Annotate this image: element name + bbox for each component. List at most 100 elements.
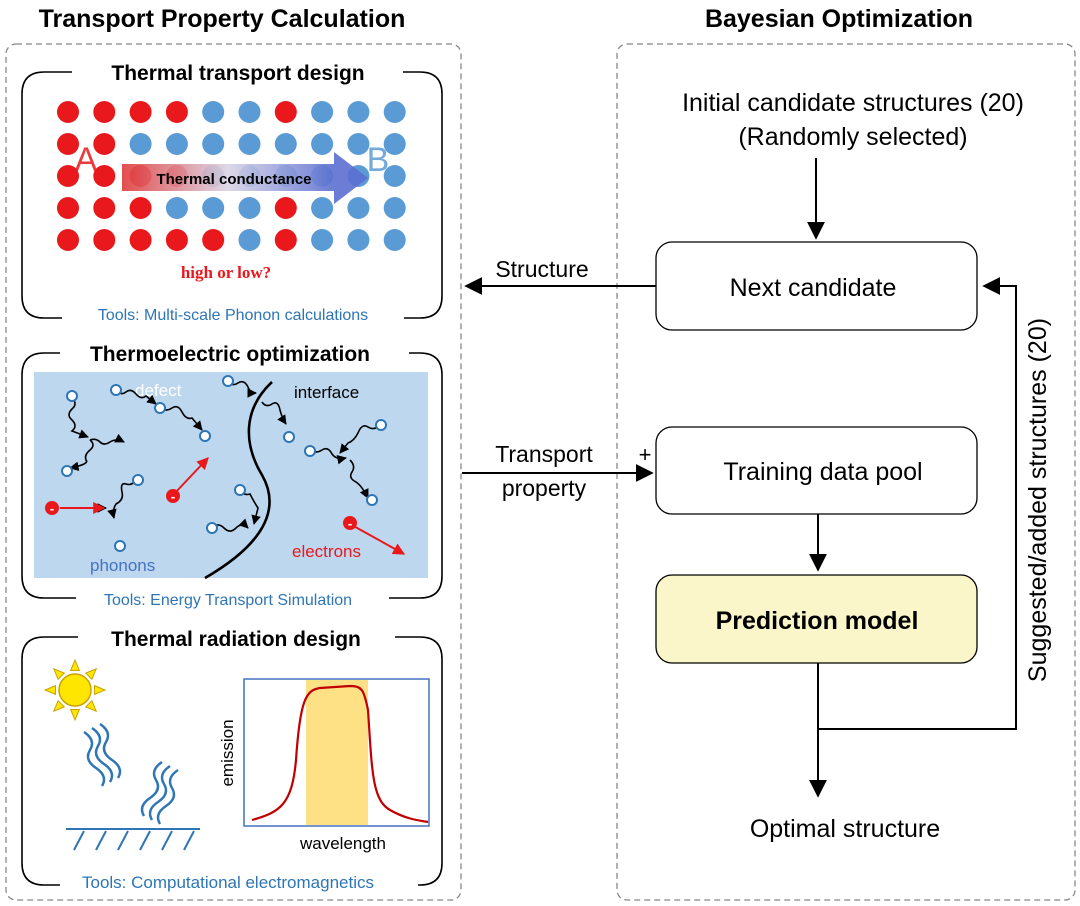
phonons-label: phonons <box>90 556 155 575</box>
atom-dot <box>165 229 188 251</box>
panel-thermal-radiation: Thermal radiation design w <box>21 628 443 892</box>
sun-ray <box>84 699 98 713</box>
feedback-loop-arrow <box>818 277 1017 730</box>
prediction-model-label: Prediction model <box>716 607 919 635</box>
atom-dot <box>347 133 370 155</box>
panel-thermal-transport: Thermal transport design Thermal conduct… <box>21 62 443 324</box>
conductance-label: Thermal conductance <box>156 171 311 188</box>
transport-label-line2: property <box>502 475 587 501</box>
right-header: Bayesian Optimization <box>705 5 973 33</box>
panel-thermal-tools: Tools: Multi-scale Phonon calculations <box>98 307 368 324</box>
panel-thermoelectric-title: Thermoelectric optimization <box>90 343 370 366</box>
atom-dot <box>383 229 406 251</box>
atom-dot <box>311 197 334 219</box>
atom-dot <box>202 229 225 251</box>
conductance-arrow-body <box>122 164 334 191</box>
radiation-waves-icon <box>83 723 179 825</box>
electron-dot <box>343 516 357 530</box>
electron-sign: - <box>348 516 352 531</box>
atom-dot <box>311 229 334 251</box>
atom-dot <box>383 101 406 123</box>
electron-dot <box>45 501 59 515</box>
conductance-arrow-head <box>334 152 368 204</box>
atom-dot <box>347 197 370 219</box>
sun-ray <box>52 667 66 681</box>
emission-curve <box>251 684 429 824</box>
left-header: Transport Property Calculation <box>39 5 406 33</box>
interface-curve <box>204 381 273 580</box>
panel-thermoelectric: Thermoelectric optimization interface de… <box>21 343 443 609</box>
next-candidate-label: Next candidate <box>730 274 897 302</box>
emission-xlabel: wavelength <box>299 834 386 853</box>
training-pool-label: Training data pool <box>723 458 922 486</box>
initial-candidates-line1: Initial candidate structures (20) <box>682 89 1024 117</box>
sun-ray <box>52 699 66 713</box>
atom-dot <box>129 133 152 155</box>
optimal-structure-label: Optimal structure <box>750 815 940 843</box>
atom-dot <box>165 197 188 219</box>
sun-ray <box>84 667 98 681</box>
left-container <box>5 43 462 901</box>
atom-dot <box>274 197 297 219</box>
surface-icon <box>66 828 200 851</box>
electrons-label: electrons <box>292 542 361 561</box>
right-container <box>616 43 1076 901</box>
suggested-structures-label: Suggested/added structures (20) <box>1024 318 1052 682</box>
panel-thermoelectric-tools: Tools: Energy Transport Simulation <box>104 592 352 609</box>
sun-icon <box>43 658 107 722</box>
atom-dot <box>383 197 406 219</box>
panel-radiation-tools: Tools: Computational electromagnetics <box>82 873 374 892</box>
atom-dot <box>165 101 188 123</box>
label-a: A <box>75 141 98 179</box>
atom-dot <box>57 101 79 123</box>
atom-dot <box>57 229 79 251</box>
atom-dot <box>202 133 225 155</box>
atom-dot <box>129 229 152 251</box>
plus-sign: + <box>639 442 652 467</box>
atom-dot <box>238 133 261 155</box>
electron-dot <box>166 489 180 503</box>
atom-dot <box>93 229 116 251</box>
emission-band <box>306 680 368 825</box>
atom-dot <box>238 229 261 251</box>
atom-dot <box>383 133 406 155</box>
atom-dot <box>129 197 152 219</box>
label-b: B <box>367 141 390 179</box>
atom-dot <box>347 101 370 123</box>
atom-dot <box>347 229 370 251</box>
sun-ray <box>94 684 107 696</box>
atom-dot <box>274 229 297 251</box>
atom-dot <box>238 101 261 123</box>
sun-ray <box>43 684 56 696</box>
panel-radiation-title: Thermal radiation design <box>111 628 361 651</box>
transport-label-line1: Transport <box>495 441 593 467</box>
electron-sign: - <box>50 501 54 516</box>
atom-dot <box>129 101 152 123</box>
atom-dot <box>93 133 116 155</box>
bayesian-flow: Initial candidate structures (20) (Rando… <box>462 89 1052 843</box>
atom-dot <box>93 165 116 187</box>
atom-dot <box>93 101 116 123</box>
atom-dot <box>311 101 334 123</box>
structure-label: Structure <box>495 256 588 282</box>
phonon-markers <box>61 375 387 552</box>
atom-dot <box>274 101 297 123</box>
atom-dot <box>311 133 334 155</box>
atom-dot <box>202 101 225 123</box>
atom-dot <box>383 165 406 187</box>
material-region <box>34 372 428 578</box>
panel-thermal-title: Thermal transport design <box>111 62 364 85</box>
atom-dot <box>274 133 297 155</box>
initial-candidates-line2: (Randomly selected) <box>738 123 967 151</box>
training-pool-box <box>655 426 978 515</box>
electron-particles: - - - <box>45 457 406 555</box>
prediction-model-box <box>655 574 978 664</box>
sun-ray <box>69 709 81 722</box>
high-or-low-question: high or low? <box>181 263 271 282</box>
atom-dot <box>165 133 188 155</box>
atom-dot <box>57 165 79 187</box>
emission-ylabel: emission <box>218 719 237 786</box>
atom-dot <box>238 197 261 219</box>
interface-label: interface <box>294 383 359 402</box>
atom-dot <box>57 133 79 155</box>
